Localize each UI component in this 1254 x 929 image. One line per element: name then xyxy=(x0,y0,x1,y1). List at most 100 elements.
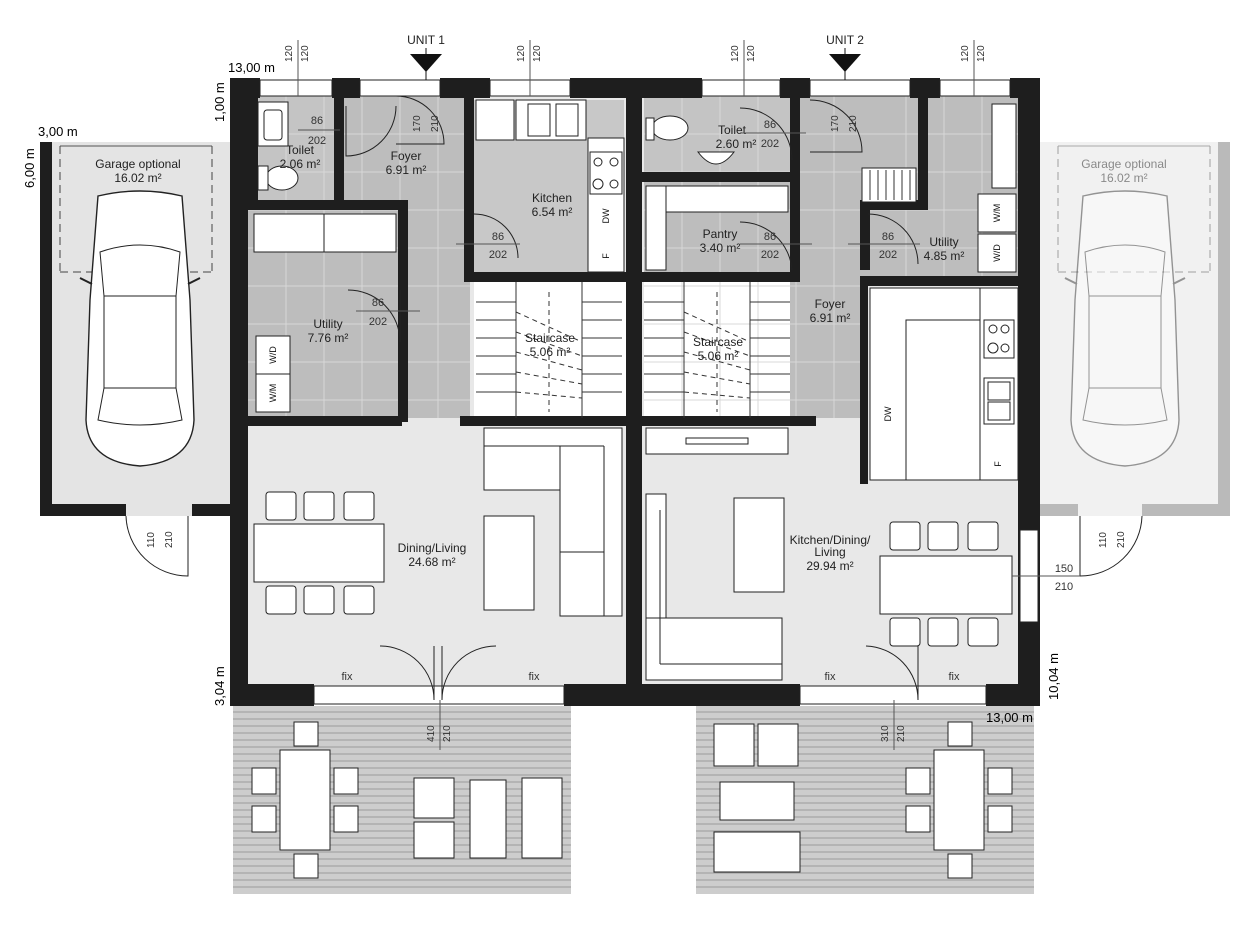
svg-text:86: 86 xyxy=(372,297,384,309)
svg-text:120: 120 xyxy=(516,45,527,62)
door-swings xyxy=(125,95,1143,701)
svg-text:202: 202 xyxy=(761,138,779,150)
svg-text:86: 86 xyxy=(764,231,776,243)
svg-text:210: 210 xyxy=(896,725,907,742)
dining-living1-name: Dining/Living xyxy=(398,541,467,555)
fridge1-label: F xyxy=(601,253,611,259)
svg-text:410: 410 xyxy=(426,725,437,742)
garage-right-name: Garage optional xyxy=(1081,157,1166,171)
svg-text:120: 120 xyxy=(730,45,741,62)
staircase2-area: 5.06 m² xyxy=(698,349,739,363)
foyer1-name: Foyer xyxy=(391,149,422,163)
svg-text:210: 210 xyxy=(164,531,175,548)
svg-text:86: 86 xyxy=(311,115,323,127)
fix-label-2: fix xyxy=(529,671,541,683)
svg-text:86: 86 xyxy=(764,119,776,131)
dim-garage-depth: 6,00 m xyxy=(22,148,37,188)
utility2-name: Utility xyxy=(929,235,958,249)
fix-label-3: fix xyxy=(825,671,837,683)
foyer2-name: Foyer xyxy=(815,297,846,311)
svg-text:202: 202 xyxy=(761,249,779,261)
svg-text:210: 210 xyxy=(1116,531,1127,548)
car-right xyxy=(1064,190,1186,467)
svg-text:110: 110 xyxy=(1098,532,1109,548)
staircase1-area: 5.06 m² xyxy=(530,345,571,359)
toilet1-area: 2.06 m² xyxy=(280,157,321,171)
svg-text:202: 202 xyxy=(369,316,387,328)
utility2-area: 4.85 m² xyxy=(924,249,965,263)
svg-text:210: 210 xyxy=(442,725,453,742)
wm1-label: W/M xyxy=(268,384,278,403)
living1-furniture xyxy=(253,427,623,617)
pantry2-name: Pantry xyxy=(703,227,738,241)
toilet2-name: Toilet xyxy=(718,123,747,137)
svg-text:202: 202 xyxy=(308,135,326,147)
svg-text:170: 170 xyxy=(412,115,423,132)
fridge2-label: F xyxy=(993,461,1003,467)
svg-text:110: 110 xyxy=(146,532,157,548)
vertical-door-labels: 120 120 120 120 120 120 120 120 170 210 … xyxy=(146,40,1127,750)
dw2-label: DW xyxy=(883,406,893,421)
dim-garage-width: 3,00 m xyxy=(38,124,78,139)
svg-text:202: 202 xyxy=(489,249,507,261)
svg-text:170: 170 xyxy=(830,115,841,132)
wm2-label: W/M xyxy=(992,204,1002,223)
svg-text:202: 202 xyxy=(879,249,897,261)
kdl2-area: 29.94 m² xyxy=(806,559,853,573)
fix-label-1: fix xyxy=(342,671,354,683)
svg-text:86: 86 xyxy=(882,231,894,243)
svg-text:120: 120 xyxy=(960,45,971,62)
garage-left-area: 16.02 m² xyxy=(114,171,161,185)
toilet1-fixtures xyxy=(257,101,299,191)
door-size-labels: 86 202 86 202 86 202 86 202 86 202 86 20… xyxy=(298,115,1080,593)
car-left xyxy=(79,190,201,467)
staircase2-name: Staircase xyxy=(693,335,743,349)
unit1-label: UNIT 1 xyxy=(407,33,445,47)
toilet1-name: Toilet xyxy=(286,143,315,157)
toilet2-fixtures xyxy=(645,115,736,165)
svg-text:120: 120 xyxy=(532,45,543,62)
garage-right xyxy=(1040,142,1230,516)
kitchen1-furniture xyxy=(475,99,625,273)
unit2-label: UNIT 2 xyxy=(826,33,864,47)
utility1-name: Utility xyxy=(313,317,342,331)
utility1-area: 7.76 m² xyxy=(308,331,349,345)
toilet2-area: 2.60 m² xyxy=(716,137,757,151)
terrace2-furniture xyxy=(713,721,1013,879)
pantry2-shelves xyxy=(645,185,789,271)
kitchen1-name: Kitchen xyxy=(532,191,572,205)
garage-left-name: Garage optional xyxy=(95,157,180,171)
wd2-label: W/D xyxy=(992,244,1002,262)
staircase1-name: Staircase xyxy=(525,331,575,345)
unit-markers xyxy=(410,48,861,80)
windows xyxy=(259,79,1039,705)
dim-left-bottom: 3,04 m xyxy=(212,666,227,706)
svg-text:150: 150 xyxy=(1055,563,1073,575)
dim-right-depth: 10,04 m xyxy=(1046,653,1061,700)
dim-left-top: 1,00 m xyxy=(212,82,227,122)
svg-text:120: 120 xyxy=(300,45,311,62)
svg-text:86: 86 xyxy=(492,231,504,243)
utility2-furniture xyxy=(861,103,1017,273)
kdl2-name-2: Living xyxy=(814,545,845,559)
staircases xyxy=(476,282,790,418)
living2-furniture xyxy=(645,427,1013,681)
dim-top-width: 13,00 m xyxy=(228,60,275,75)
utility1-furniture xyxy=(253,213,397,413)
dw1-label: DW xyxy=(601,208,611,223)
fix-label-4: fix xyxy=(949,671,961,683)
svg-text:120: 120 xyxy=(284,45,295,62)
svg-text:210: 210 xyxy=(430,115,441,132)
kitchen1-area: 6.54 m² xyxy=(532,205,573,219)
terrace1-furniture xyxy=(251,721,563,879)
svg-text:120: 120 xyxy=(746,45,757,62)
foyer1-area: 6.91 m² xyxy=(386,163,427,177)
svg-text:120: 120 xyxy=(976,45,987,62)
dining-living1-area: 24.68 m² xyxy=(408,555,455,569)
garage-right-area: 16.02 m² xyxy=(1100,171,1147,185)
svg-text:210: 210 xyxy=(1055,581,1073,593)
svg-text:310: 310 xyxy=(880,725,891,742)
svg-text:210: 210 xyxy=(848,115,859,132)
kdl2-name-1: Kitchen/Dining/ xyxy=(790,533,871,547)
